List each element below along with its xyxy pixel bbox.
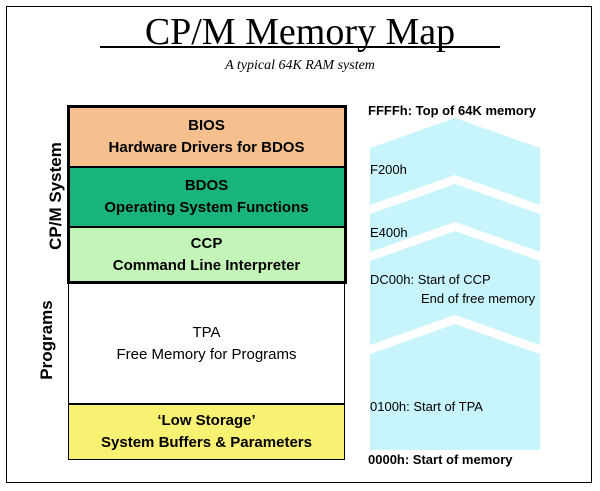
bios-block: BIOS Hardware Drivers for BDOS	[68, 107, 345, 167]
address-ffffh: FFFFh: Top of 64K memory	[368, 103, 537, 118]
arrow-segment-bdos	[370, 184, 540, 252]
address-0000h: 0000h: Start of memory	[368, 452, 513, 467]
tpa-name: TPA	[192, 323, 221, 341]
low-storage-name: ‘Low Storage’	[157, 412, 256, 429]
programs-label: Programs	[37, 300, 56, 380]
cpm-system-label: CP/M System	[46, 142, 65, 250]
bios-name: BIOS	[188, 117, 225, 134]
address-dc00h-note: End of free memory	[421, 291, 536, 306]
title-underline	[100, 46, 500, 48]
bdos-name: BDOS	[184, 177, 229, 194]
bdos-block: BDOS Operating System Functions	[68, 167, 345, 227]
tpa-block: TPA Free Memory for Programs	[68, 283, 345, 404]
address-f200h: F200h	[370, 162, 407, 177]
bios-desc: Hardware Drivers for BDOS	[108, 139, 305, 156]
arrow-segment-tpa	[370, 324, 540, 450]
ccp-desc: Command Line Interpreter	[112, 257, 301, 274]
ccp-block: CCP Command Line Interpreter	[68, 227, 345, 283]
tpa-desc: Free Memory for Programs	[116, 345, 297, 363]
low-storage-block: ‘Low Storage’ System Buffers & Parameter…	[68, 404, 345, 460]
arrow-segment-bios	[370, 118, 540, 205]
address-0100h: 0100h: Start of TPA	[370, 399, 483, 414]
low-storage-desc: System Buffers & Parameters	[101, 434, 312, 451]
subtitle: A typical 64K RAM system	[225, 58, 375, 73]
ccp-name: CCP	[190, 235, 223, 252]
address-dc00h: DC00h: Start of CCP	[370, 272, 491, 287]
arrow-segment-ccp	[370, 231, 540, 345]
address-e400h: E400h	[370, 225, 408, 240]
bdos-desc: Operating System Functions	[104, 199, 309, 216]
